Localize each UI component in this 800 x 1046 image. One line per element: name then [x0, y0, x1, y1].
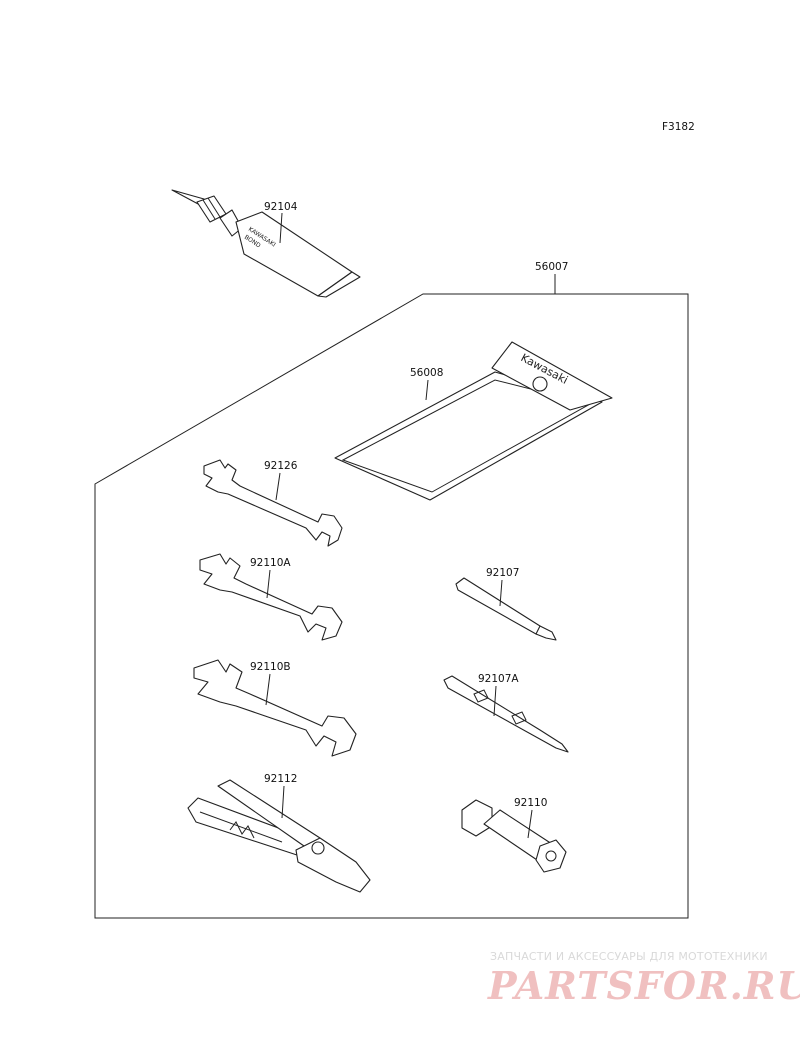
- bond-tube-part: KAWASAKI BOND: [171, 189, 361, 298]
- leader-56008: [425, 379, 429, 401]
- leader-92110B: [265, 673, 271, 706]
- figure-code: F3182: [662, 121, 695, 133]
- leader-92107A: [493, 685, 497, 717]
- pliers-92112-part: [187, 779, 371, 893]
- leader-92110A: [266, 569, 271, 599]
- wrench-92110B-part: [193, 659, 357, 757]
- label-92110A: 92110A: [250, 557, 291, 569]
- tool-kit-frame: [94, 293, 689, 919]
- label-56008: 56008: [410, 367, 443, 379]
- leader-92104: [279, 212, 283, 244]
- leader-92126: [275, 472, 281, 501]
- wrench-92110A-part: [199, 553, 343, 641]
- watermark-brand: PARTSFOR.RU: [488, 963, 800, 1008]
- label-92107: 92107: [486, 567, 519, 579]
- leader-92112: [281, 785, 285, 819]
- leader-92107: [499, 579, 503, 607]
- screwdriver-92107-part: [455, 577, 557, 641]
- leader-92110: [527, 809, 533, 839]
- label-92110B: 92110B: [250, 661, 291, 673]
- watermark-subtitle: ЗАПЧАСТИ И АКСЕССУАРЫ ДЛЯ МОТОТЕХНИКИ: [490, 950, 768, 963]
- tool-pouch-part: Kawasaki: [334, 341, 613, 501]
- label-92107A: 92107A: [478, 673, 519, 685]
- label-92110: 92110: [514, 797, 547, 809]
- wrench-92126-part: [203, 459, 343, 547]
- label-92112: 92112: [264, 773, 297, 785]
- socket-wrench-92110-part: [461, 799, 567, 873]
- label-92126: 92126: [264, 460, 298, 472]
- screwdriver-92107A-part: [443, 675, 569, 753]
- label-56007: 56007: [535, 261, 568, 273]
- label-92104: 92104: [264, 201, 298, 213]
